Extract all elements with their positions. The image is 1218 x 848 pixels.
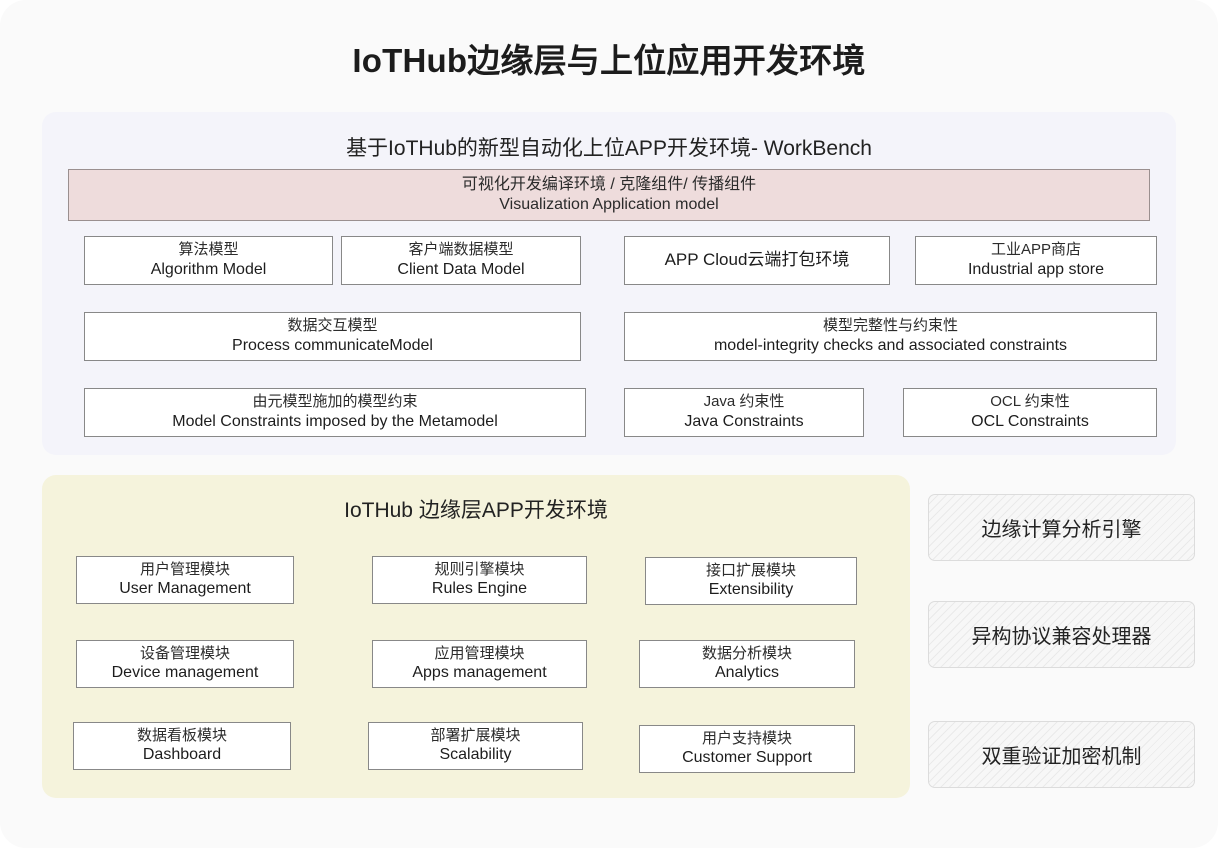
box-java-constraints[interactable]: Java 约束性 Java Constraints	[624, 388, 864, 437]
box-industrial-app-store[interactable]: 工业APP商店 Industrial app store	[915, 236, 1157, 285]
box-scalability[interactable]: 部署扩展模块 Scalability	[368, 722, 583, 770]
box-dashboard[interactable]: 数据看板模块 Dashboard	[73, 722, 291, 770]
box-label-en: Device management	[111, 664, 259, 682]
box-label-cn: Java 约束性	[703, 393, 785, 411]
box-label-en: Java Constraints	[684, 412, 804, 430]
box-label-cn: 用户管理模块	[139, 560, 230, 578]
box-label-en: model-integrity checks and associated co…	[713, 336, 1068, 354]
box-label-en: Dashboard	[142, 746, 222, 764]
banner-label-cn: 可视化开发编译环境 / 克隆组件/ 传播组件	[461, 175, 757, 193]
side-box-label: 异构协议兼容处理器	[971, 626, 1152, 648]
box-label-cn: 数据交互模型	[287, 317, 378, 335]
box-label-en: Industrial app store	[967, 260, 1105, 278]
box-label-cn: 应用管理模块	[434, 644, 525, 662]
box-process-communicate-model[interactable]: 数据交互模型 Process communicateModel	[84, 312, 581, 361]
box-apps-management[interactable]: 应用管理模块 Apps management	[372, 640, 587, 688]
workbench-panel-title: 基于IoTHub的新型自动化上位APP开发环境- WorkBench	[346, 137, 872, 160]
edge-panel-title: IoTHub 边缘层APP开发环境	[344, 499, 608, 522]
box-client-data-model[interactable]: 客户端数据模型 Client Data Model	[341, 236, 581, 285]
box-label-cn: 设备管理模块	[139, 644, 230, 662]
box-model-integrity-checks[interactable]: 模型完整性与约束性 model-integrity checks and ass…	[624, 312, 1157, 361]
box-label-en: Client Data Model	[397, 260, 525, 278]
box-label-cn: 数据看板模块	[136, 726, 227, 744]
box-label-cn: 模型完整性与约束性	[822, 317, 958, 335]
box-label-cn: 部署扩展模块	[430, 726, 521, 744]
box-rules-engine[interactable]: 规则引擎模块 Rules Engine	[372, 556, 587, 604]
box-customer-support[interactable]: 用户支持模块 Customer Support	[639, 725, 855, 773]
side-box-protocol-compatibility[interactable]: 异构协议兼容处理器	[928, 601, 1195, 668]
box-label-cn: 客户端数据模型	[408, 241, 514, 259]
box-label-en: Apps management	[412, 664, 547, 682]
box-label-cn: 算法模型	[178, 241, 239, 259]
box-label-en: Process communicateModel	[232, 336, 433, 354]
box-analytics[interactable]: 数据分析模块 Analytics	[639, 640, 855, 688]
side-box-label: 双重验证加密机制	[981, 746, 1142, 768]
box-app-cloud-packaging[interactable]: APP Cloud云端打包环境	[624, 236, 890, 285]
box-extensibility[interactable]: 接口扩展模块 Extensibility	[645, 557, 857, 605]
side-box-label: 边缘计算分析引擎	[981, 519, 1142, 541]
box-label-cn: OCL 约束性	[990, 393, 1070, 411]
box-label-cn: 数据分析模块	[701, 644, 792, 662]
box-label-en: Extensibility	[708, 581, 794, 599]
workbench-panel: 基于IoTHub的新型自动化上位APP开发环境- WorkBench 可视化开发…	[42, 112, 1176, 455]
edge-layer-panel: IoTHub 边缘层APP开发环境 用户管理模块 User Management…	[42, 475, 910, 798]
box-model-constraints-metamodel[interactable]: 由元模型施加的模型约束 Model Constraints imposed by…	[84, 388, 586, 437]
side-box-dual-auth-encryption[interactable]: 双重验证加密机制	[928, 721, 1195, 788]
box-label-en: OCL Constraints	[971, 412, 1089, 430]
box-label-en: Model Constraints imposed by the Metamod…	[172, 412, 498, 430]
box-label-en: Customer Support	[682, 749, 812, 767]
box-user-management[interactable]: 用户管理模块 User Management	[76, 556, 294, 604]
box-algorithm-model[interactable]: 算法模型 Algorithm Model	[84, 236, 333, 285]
box-label-cn: 用户支持模块	[701, 729, 792, 747]
banner-label-en: Visualization Application model	[499, 196, 719, 213]
box-label-en: Scalability	[439, 746, 512, 764]
side-box-edge-computing-engine[interactable]: 边缘计算分析引擎	[928, 494, 1195, 561]
box-label-en: Analytics	[714, 664, 780, 682]
page-title: IoTHub边缘层与上位应用开发环境	[352, 42, 866, 79]
box-label-en: User Management	[119, 580, 251, 598]
box-label-cn: 规则引擎模块	[434, 560, 525, 578]
box-ocl-constraints[interactable]: OCL 约束性 OCL Constraints	[903, 388, 1157, 437]
visualization-application-model-banner: 可视化开发编译环境 / 克隆组件/ 传播组件 Visualization App…	[68, 169, 1150, 221]
box-label-cn: 接口扩展模块	[705, 561, 796, 579]
box-label-cn: 由元模型施加的模型约束	[252, 393, 418, 411]
box-label-en: APP Cloud云端打包环境	[664, 250, 850, 270]
box-label-cn: 工业APP商店	[990, 241, 1081, 259]
box-device-management[interactable]: 设备管理模块 Device management	[76, 640, 294, 688]
box-label-en: Algorithm Model	[150, 260, 267, 278]
box-label-en: Rules Engine	[431, 580, 528, 598]
